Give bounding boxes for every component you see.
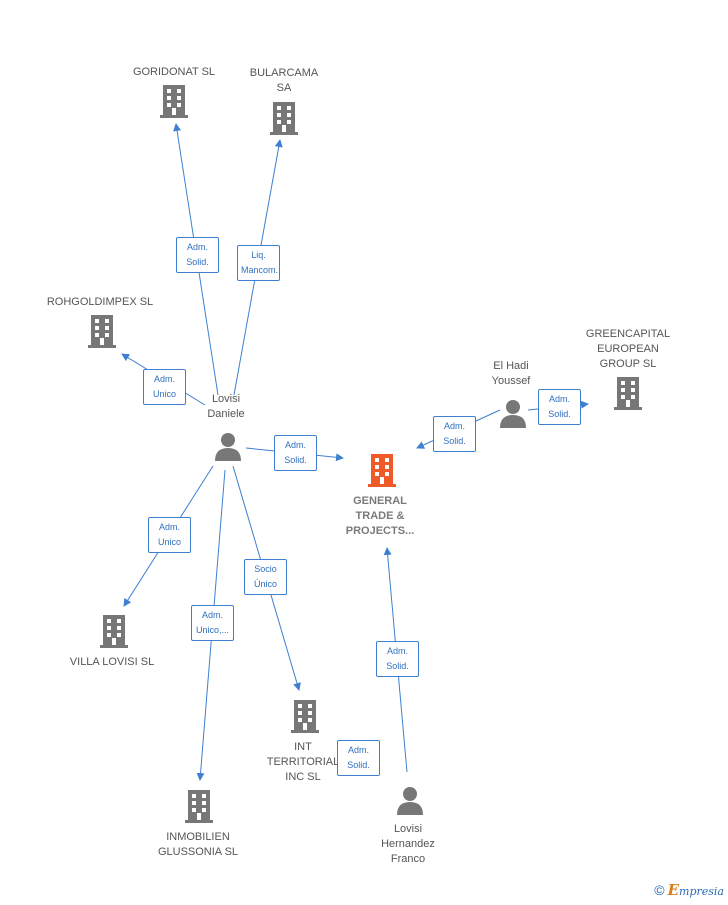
node-villa-lovisi[interactable]: VILLA LOVISI SL bbox=[57, 655, 167, 670]
node-label-lovisi-daniele: Lovisi Daniele bbox=[207, 393, 245, 420]
node-int-territorial[interactable]: INT TERRITORIAL INC SL bbox=[258, 740, 348, 785]
building-icon-bularcama[interactable] bbox=[270, 101, 298, 135]
node-rohgoldimpex[interactable]: ROHGOLDIMPEX SL bbox=[40, 295, 160, 310]
node-label-int-territorial: INT TERRITORIAL INC SL bbox=[266, 741, 340, 783]
edge-label-lovisi-daniele-to-int-territorial[interactable]: Socio Único bbox=[244, 559, 287, 595]
edge-label-lovisi-daniele-to-rohgoldimpex[interactable]: Adm. Unico bbox=[143, 369, 186, 405]
node-lovisi-daniele[interactable]: Lovisi Daniele bbox=[186, 392, 266, 422]
edge-label-lovisi-daniele-to-villa-lovisi[interactable]: Adm. Unico bbox=[148, 517, 191, 553]
edge-label-lovisi-hernandez-to-general-trade[interactable]: Adm. Solid. bbox=[376, 641, 419, 677]
node-label-general-trade: GENERAL TRADE & PROJECTS... bbox=[345, 495, 415, 537]
node-goridonat[interactable]: GORIDONAT SL bbox=[119, 65, 229, 80]
node-label-inmobilien: INMOBILIEN GLUSSONIA SL bbox=[157, 831, 239, 858]
edge-label-el-hadi-to-greencapital[interactable]: Adm. Solid. bbox=[538, 389, 581, 425]
node-label-goridonat: GORIDONAT SL bbox=[132, 66, 216, 78]
node-bularcama[interactable]: BULARCAMA SA bbox=[239, 66, 329, 96]
person-icon-lovisi-daniele[interactable] bbox=[213, 431, 243, 461]
building-icon-int-territorial[interactable] bbox=[291, 699, 319, 733]
node-label-rohgoldimpex: ROHGOLDIMPEX SL bbox=[46, 296, 154, 308]
building-icon-inmobilien[interactable] bbox=[185, 789, 213, 823]
edge-label-lovisi-daniele-to-bularcama[interactable]: Liq. Mancom. bbox=[237, 245, 280, 281]
person-icon-lovisi-hernandez[interactable] bbox=[395, 785, 425, 815]
copyright-icon: © bbox=[654, 882, 665, 898]
edge-label-lovisi-hernandez-to-int-territorial[interactable]: Adm. Solid. bbox=[337, 740, 380, 776]
brand-footer: © Empresia bbox=[654, 881, 724, 899]
edge-label-lovisi-daniele-to-inmobilien[interactable]: Adm. Unico,... bbox=[191, 605, 234, 641]
node-lovisi-hernandez[interactable]: Lovisi Hernandez Franco bbox=[363, 822, 453, 867]
node-label-bularcama: BULARCAMA SA bbox=[249, 67, 319, 94]
building-icon-goridonat[interactable] bbox=[160, 84, 188, 118]
node-el-hadi[interactable]: El Hadi Youssef bbox=[471, 359, 551, 389]
building-icon-villa-lovisi[interactable] bbox=[100, 614, 128, 648]
node-inmobilien[interactable]: INMOBILIEN GLUSSONIA SL bbox=[143, 830, 253, 860]
node-label-el-hadi: El Hadi Youssef bbox=[491, 360, 531, 387]
building-icon-general-trade[interactable] bbox=[368, 453, 396, 487]
node-label-villa-lovisi: VILLA LOVISI SL bbox=[69, 656, 155, 668]
node-label-lovisi-hernandez: Lovisi Hernandez Franco bbox=[381, 823, 435, 865]
node-general-trade[interactable]: GENERAL TRADE & PROJECTS... bbox=[330, 494, 430, 539]
node-label-greencapital: GREENCAPITAL EUROPEAN GROUP SL bbox=[585, 328, 671, 370]
brand-logo: Empresia bbox=[667, 881, 724, 899]
edge-label-lovisi-daniele-to-general-trade[interactable]: Adm. Solid. bbox=[274, 435, 317, 471]
edge-label-lovisi-daniele-to-goridonat[interactable]: Adm. Solid. bbox=[176, 237, 219, 273]
edge-label-el-hadi-to-general-trade[interactable]: Adm. Solid. bbox=[433, 416, 476, 452]
person-icon-el-hadi[interactable] bbox=[498, 398, 528, 428]
building-icon-rohgoldimpex[interactable] bbox=[88, 314, 116, 348]
node-greencapital[interactable]: GREENCAPITAL EUROPEAN GROUP SL bbox=[573, 327, 683, 372]
building-icon-greencapital[interactable] bbox=[614, 376, 642, 410]
